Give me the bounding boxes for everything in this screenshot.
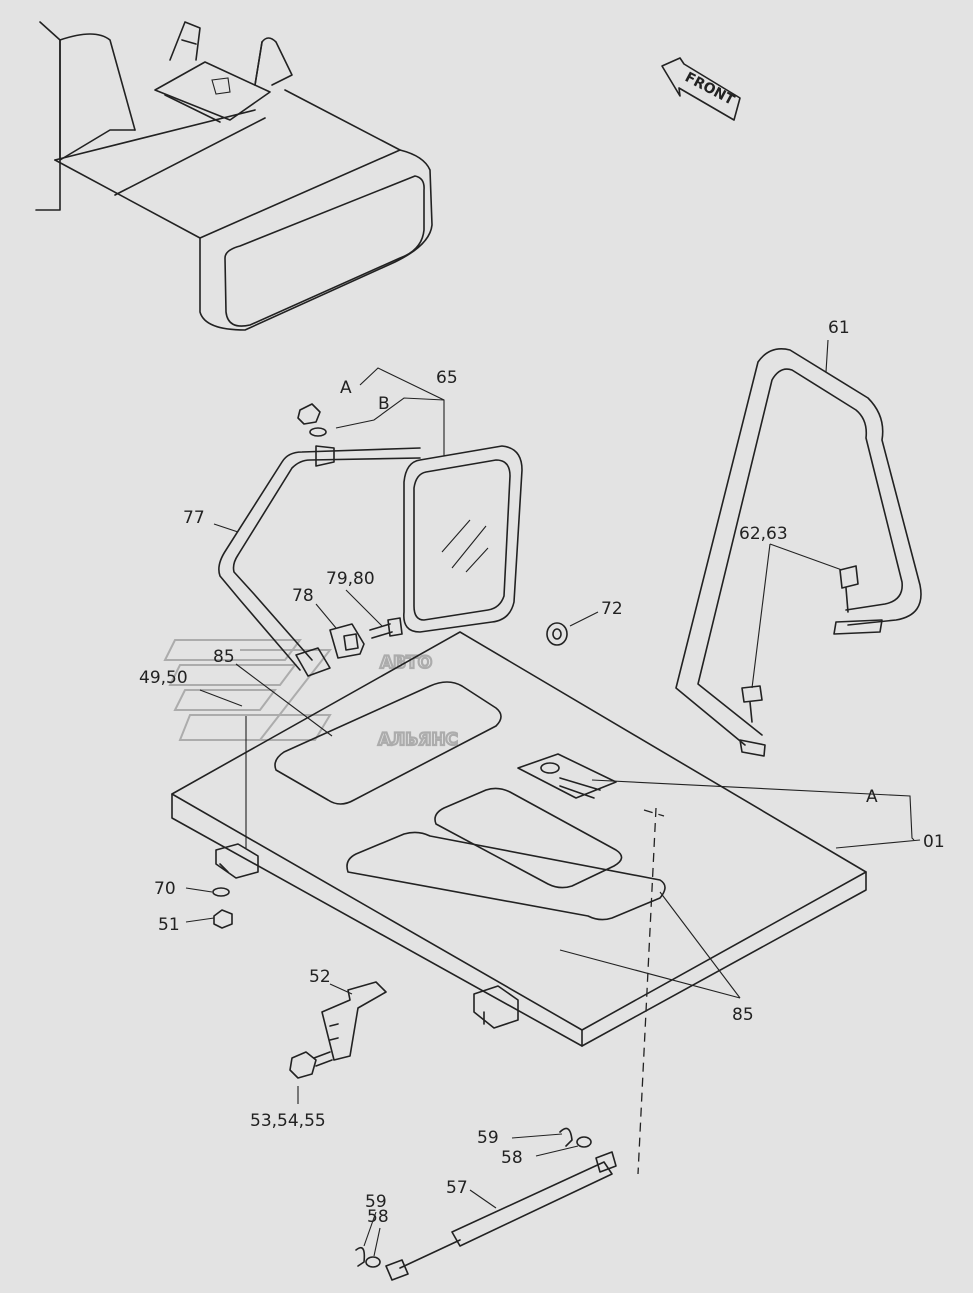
- callout-01: 01: [923, 832, 945, 852]
- callout-62-63: 62,63: [739, 524, 788, 544]
- bolt-53-55: [289, 1051, 333, 1079]
- front-direction-arrow: FRONT: [661, 57, 741, 121]
- callout-58-bottom: 58: [367, 1207, 389, 1227]
- callout-52: 52: [309, 967, 331, 987]
- callout-78: 78: [292, 586, 314, 606]
- gas-spring: [355, 1127, 617, 1281]
- washer-nut-left: [212, 887, 233, 929]
- callout-58-top: 58: [501, 1148, 523, 1168]
- leader-lines: [185, 339, 921, 1257]
- bolt-62-63: [741, 565, 859, 723]
- callout-a-right: A: [866, 787, 878, 807]
- cover-panel: [171, 631, 867, 1047]
- bracket: [321, 981, 387, 1061]
- watermark: АВТО АЛЬЯНС: [163, 639, 459, 751]
- front-label: FRONT: [682, 69, 737, 108]
- seat-illustration: [35, 21, 433, 331]
- callout-85-left: 85: [213, 647, 235, 667]
- callout-65: 65: [436, 368, 458, 388]
- callouts: 61 65 A B 77 62,63 79,80 78 72 85 49,50 …: [139, 318, 945, 1227]
- mirror-arm: [218, 445, 421, 677]
- callout-79-80: 79,80: [326, 569, 375, 589]
- callout-59-bottom: 59: [365, 1192, 387, 1212]
- handrail-right: [675, 348, 922, 757]
- callout-a-top: A: [340, 378, 352, 398]
- clamp: [329, 617, 403, 659]
- callout-53-54-55: 53,54,55: [250, 1111, 326, 1131]
- callout-85-right: 85: [732, 1005, 754, 1025]
- callout-b: B: [378, 394, 390, 414]
- callout-51: 51: [158, 915, 180, 935]
- callout-72: 72: [601, 599, 623, 619]
- callout-70: 70: [154, 879, 176, 899]
- callout-49-50: 49,50: [139, 668, 188, 688]
- callout-77: 77: [183, 508, 205, 528]
- mirror: [403, 445, 523, 633]
- callout-59-top: 59: [477, 1128, 499, 1148]
- callout-57: 57: [446, 1178, 468, 1198]
- rubber-stopper: [546, 622, 568, 646]
- watermark-line2: АЛЬЯНС: [378, 730, 458, 750]
- callout-61: 61: [828, 318, 850, 338]
- nut-washer-top: [297, 403, 327, 437]
- watermark-logo: [163, 639, 333, 741]
